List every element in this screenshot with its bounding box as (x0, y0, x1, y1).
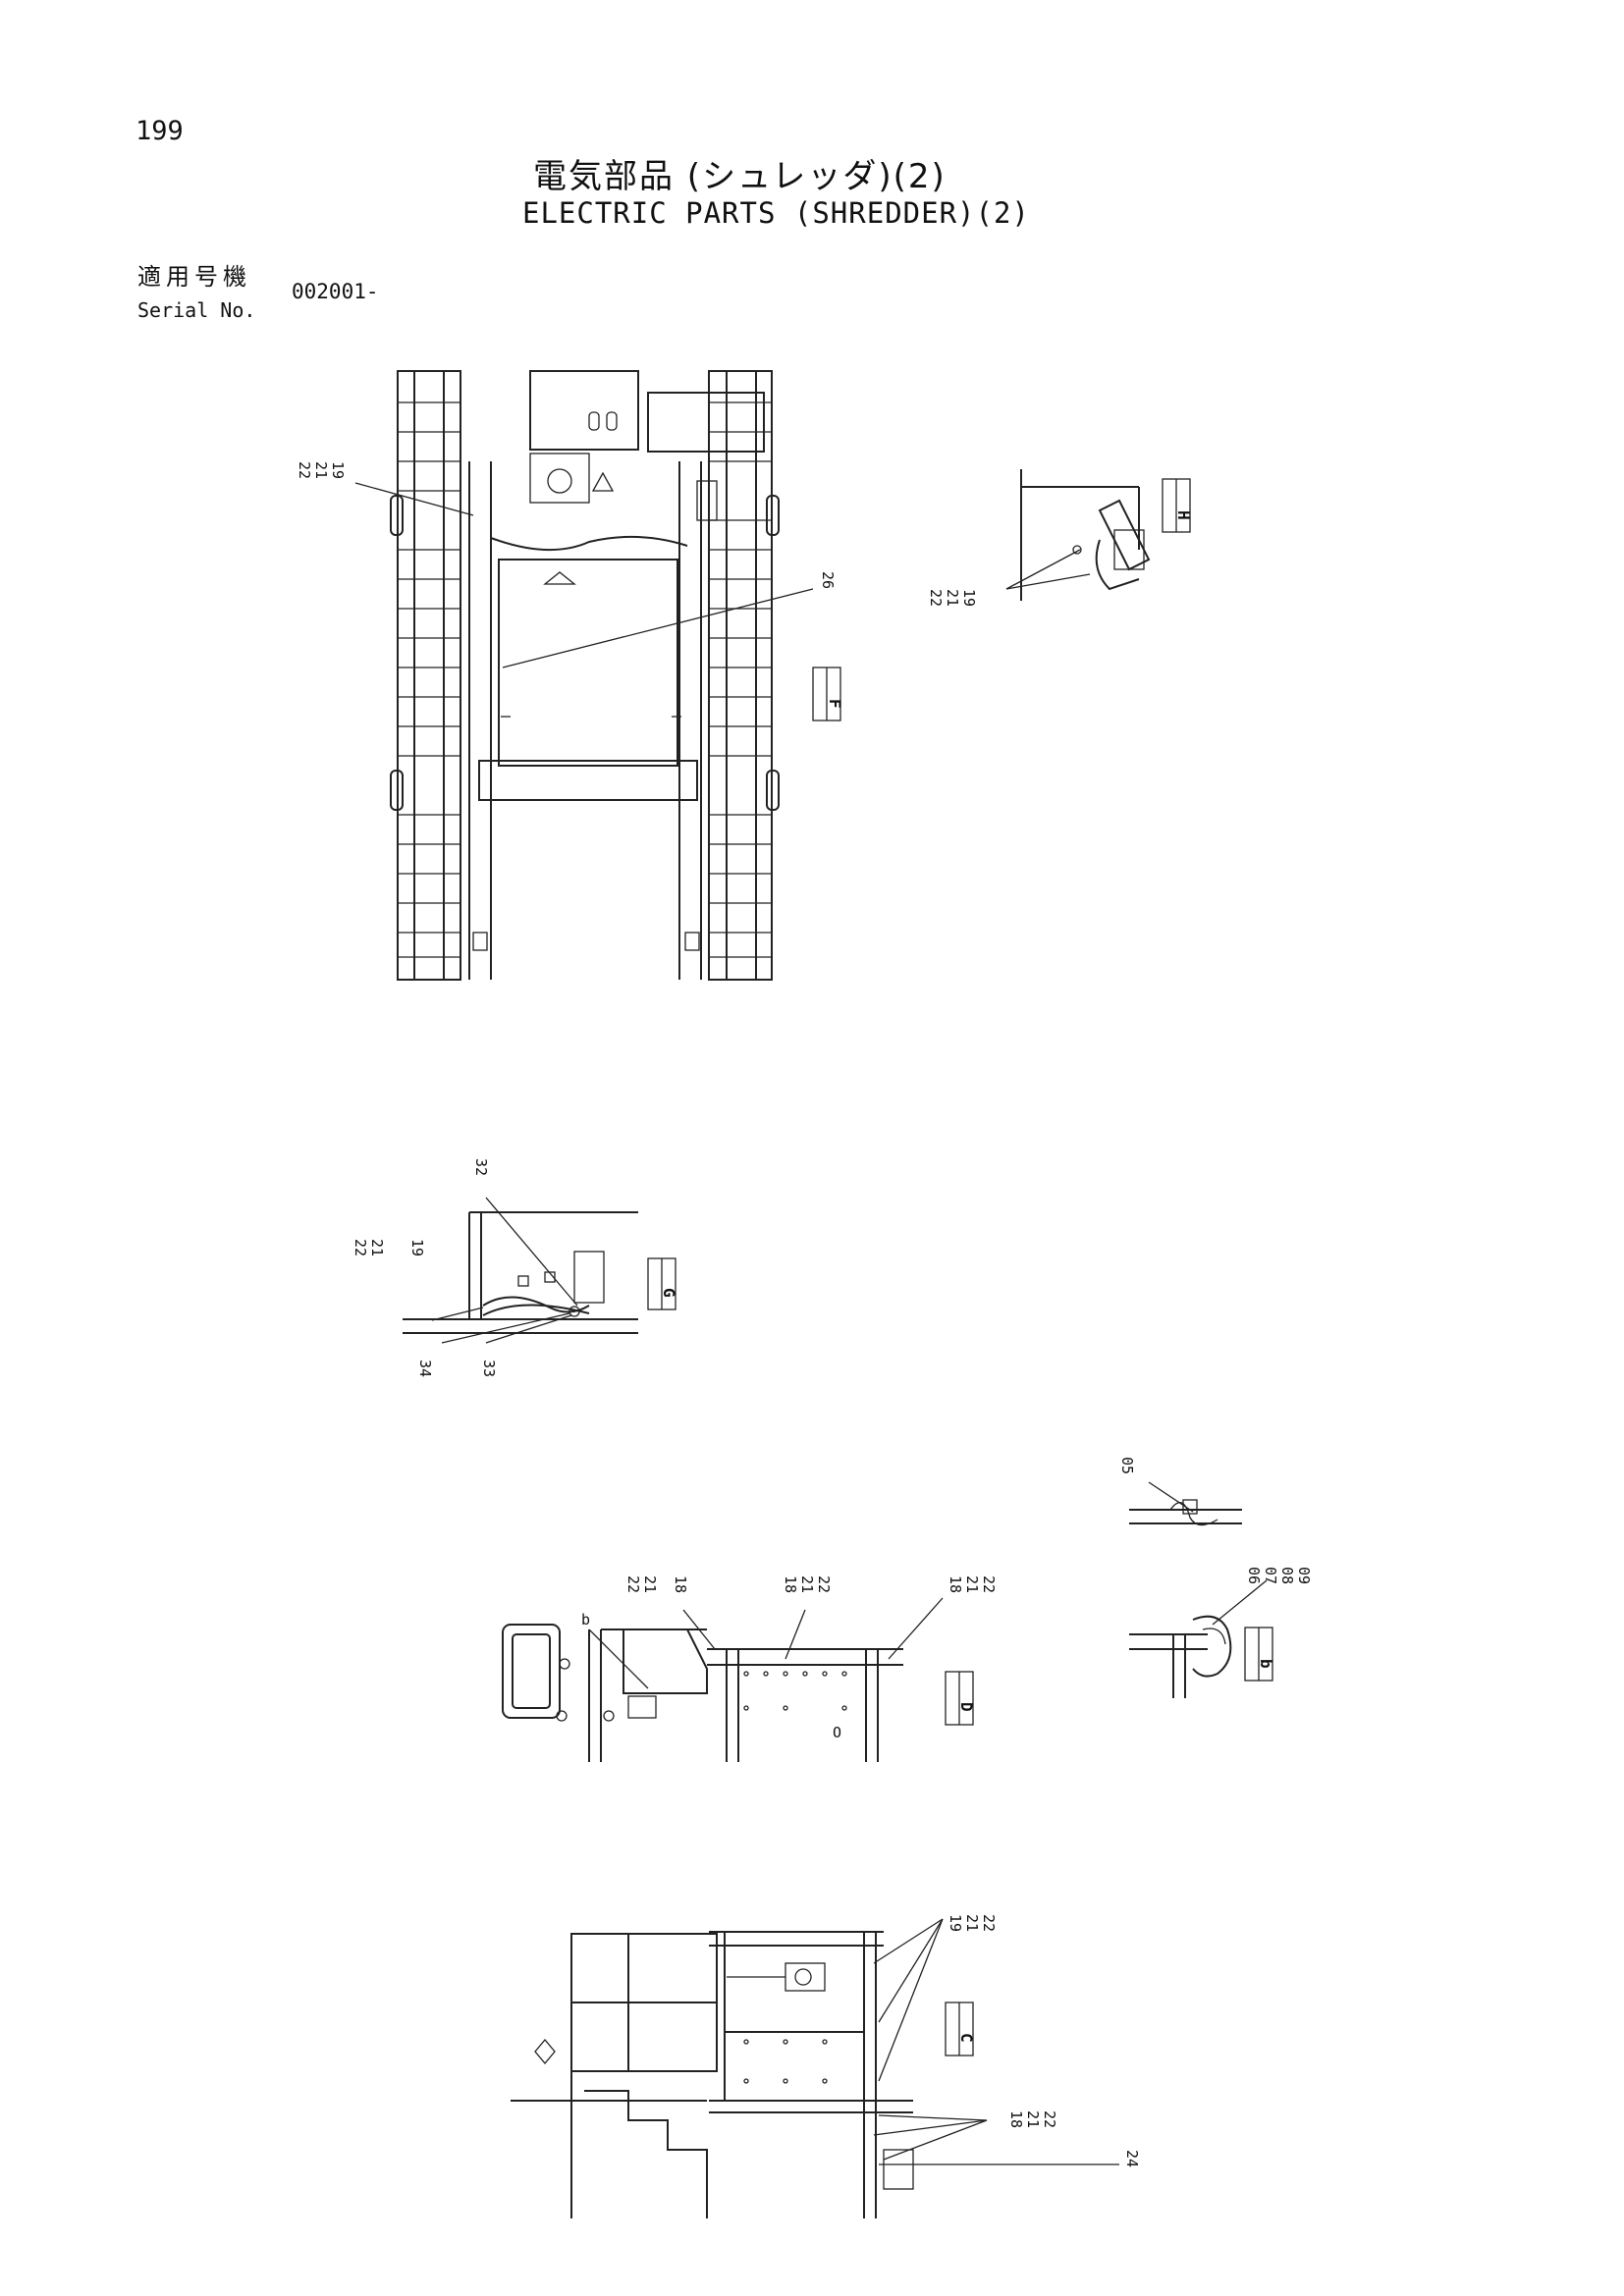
callout-label: 22 (815, 1575, 833, 1593)
view-h-diagram: 22 21 19 H (927, 469, 1193, 607)
serial-number-value: 002001- (292, 280, 379, 303)
detail-b-diagram: 05 06 07 08 09 b (1118, 1457, 1313, 1698)
view-label-d: D (957, 1702, 976, 1712)
callout-label: 22 (352, 1239, 369, 1256)
page-title-japanese: 電気部品 (シュレッダ)(2) (533, 157, 947, 196)
callout-label: 06 (1245, 1567, 1263, 1584)
callout-label: 19 (329, 461, 347, 479)
callout-label: 34 (416, 1360, 434, 1377)
callout-label: 22 (927, 589, 945, 607)
serial-label-english: Serial No. (137, 298, 256, 322)
callout-label: 21 (1024, 2110, 1042, 2128)
callout-label: 08 (1278, 1567, 1296, 1584)
view-g-diagram: 32 22 21 19 34 33 G (352, 1158, 678, 1377)
serial-label-japanese: 適用号機 (137, 263, 251, 291)
callout-label: 18 (672, 1575, 689, 1593)
callout-label: 19 (960, 589, 978, 607)
callout-label: 33 (480, 1360, 498, 1377)
view-label-f: F (826, 699, 844, 709)
callout-label: 19 (408, 1239, 426, 1256)
callout-label: 32 (472, 1158, 490, 1176)
callout-label: 09 (1295, 1567, 1313, 1584)
callout-label: b (581, 1611, 590, 1629)
callout-label: 22 (1041, 2110, 1058, 2128)
callout-label: 24 (1123, 2150, 1141, 2167)
callout-label: 26 (819, 571, 837, 589)
callout-label: 21 (944, 589, 961, 607)
callout-label: 21 (368, 1239, 386, 1256)
callout-label: 18 (947, 1575, 964, 1593)
page-number: 199 (135, 116, 184, 146)
callout-label: 18 (782, 1575, 799, 1593)
view-d-diagram: O b 22 21 18 18 21 22 18 21 22 D (502, 1575, 998, 1762)
view-c-diagram: 19 21 22 18 21 22 24 C (511, 1914, 1141, 2218)
callout-label: 07 (1262, 1567, 1279, 1584)
callout-label: 05 (1118, 1457, 1136, 1474)
callout-label: 22 (980, 1575, 998, 1593)
view-f-diagram: 22 21 19 26 F (296, 370, 844, 981)
callout-label: 21 (798, 1575, 816, 1593)
callout-label: 18 (1007, 2110, 1025, 2128)
page-title-english: ELECTRIC PARTS (SHREDDER)(2) (522, 196, 1030, 230)
callout-label: 21 (963, 1914, 981, 1932)
callout-label: 21 (312, 461, 330, 479)
callout-label: 19 (947, 1914, 964, 1932)
callout-label: 22 (624, 1575, 642, 1593)
callout-label: 21 (963, 1575, 981, 1593)
svg-text:O: O (833, 1724, 841, 1741)
callout-label: 22 (980, 1914, 998, 1932)
view-label-c: C (957, 2033, 976, 2043)
callout-label: 22 (296, 461, 313, 479)
view-label-h: H (1174, 510, 1193, 520)
view-label-g: G (660, 1288, 678, 1298)
detail-label-b: b (1257, 1659, 1275, 1669)
callout-label: 21 (641, 1575, 659, 1593)
